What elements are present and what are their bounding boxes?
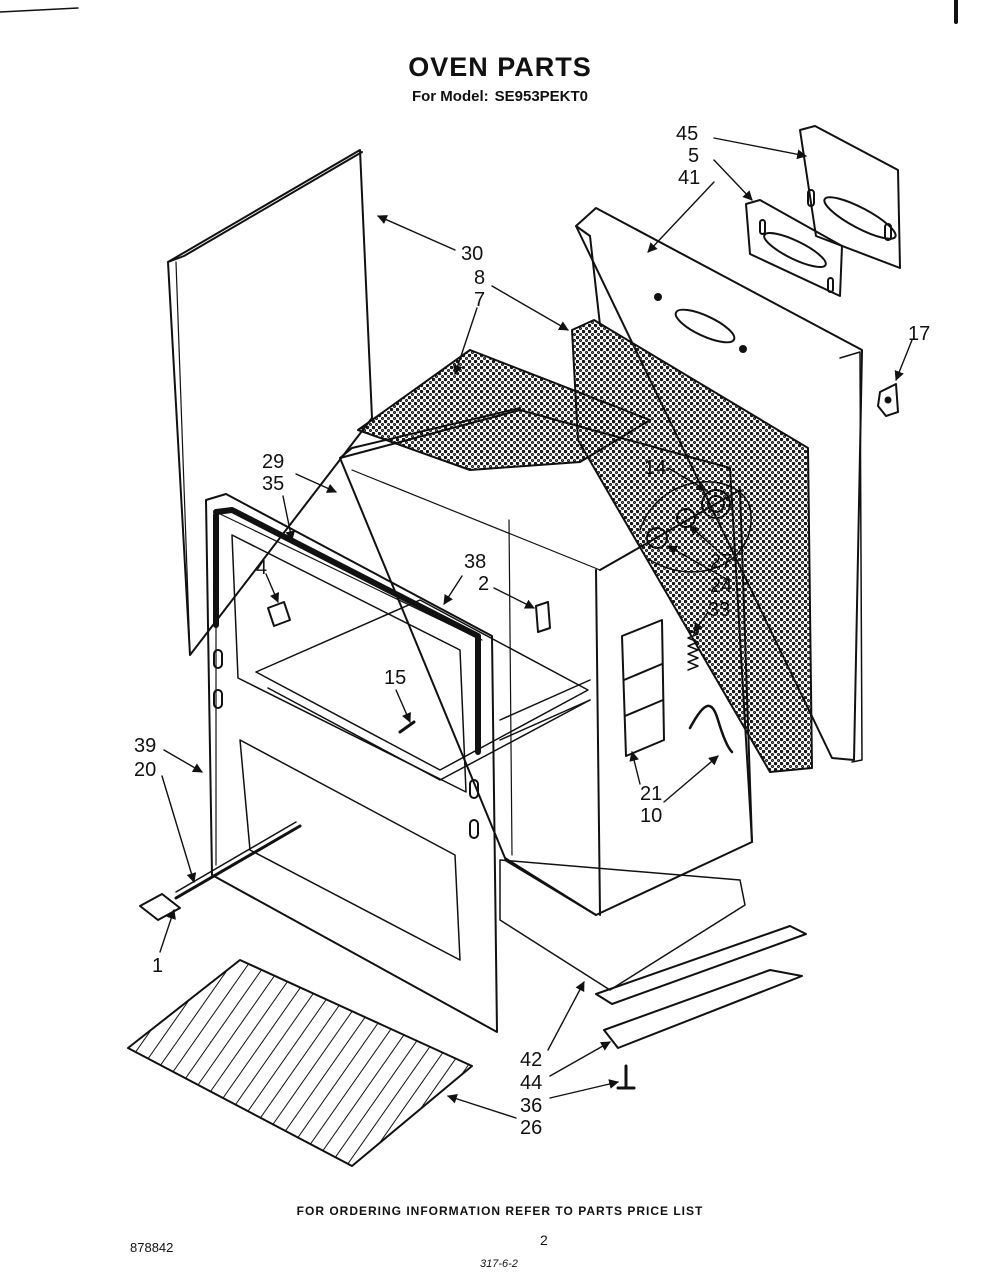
side-panel-part-30 [167, 149, 373, 656]
callout-41: 41 [678, 167, 701, 189]
leader-lines [159, 137, 913, 1119]
rack-guides [255, 599, 591, 781]
callout-8: 8 [474, 267, 486, 289]
subtitle-prefix: For Model: [411, 88, 489, 105]
light-socket-part-27 [676, 508, 696, 528]
callout-21: 21 [640, 783, 663, 805]
vent-bracket-part-45 [799, 125, 901, 269]
light-bulb-part-24 [646, 527, 668, 549]
callout-36: 36 [520, 1095, 543, 1117]
rod-part-10 [688, 704, 734, 754]
rail-part-44 [603, 969, 803, 1049]
light-area-outline [639, 481, 752, 573]
callout-39: 39 [134, 735, 157, 757]
callout-2: 2 [478, 573, 490, 595]
callout-17: 17 [908, 323, 931, 345]
callout-20: 20 [134, 759, 157, 781]
bracket-part-2 [535, 601, 551, 633]
page-number: 2 [540, 1232, 548, 1248]
callout-5: 5 [688, 145, 700, 167]
screw-part-36 [616, 1064, 636, 1090]
model-number: SE953PEKT0 [494, 88, 589, 105]
handwritten-note: 317-6-2 [480, 1258, 518, 1270]
hinge-bracket-part-1 [139, 893, 181, 921]
light-lens-part-14 [701, 489, 731, 519]
ordering-info-footer: FOR ORDERING INFORMATION REFER TO PARTS … [296, 1204, 704, 1218]
callout-33: 33 [708, 599, 731, 621]
front-frame-part-29 [205, 493, 498, 1033]
callout-4: 4 [256, 557, 268, 579]
diagram-title: OVEN PARTS [408, 52, 592, 82]
callout-35: 35 [262, 473, 285, 495]
callout-44: 44 [520, 1072, 543, 1094]
document-number: 878842 [130, 1240, 174, 1255]
callout-7: 7 [474, 289, 486, 311]
spring-part-33 [687, 629, 699, 671]
callout-45: 45 [676, 123, 699, 145]
edge-mark-line [0, 7, 79, 13]
vent-frame-part-21 [621, 619, 665, 757]
oven-rack-part-26 [127, 959, 473, 1167]
bracket-part-17 [877, 383, 899, 417]
hinge-arm-part-20 [174, 821, 302, 900]
oven-top-insulation-part-7 [357, 349, 651, 471]
rail-part-42 [595, 925, 807, 1005]
callout-1: 1 [152, 955, 164, 977]
callout-27: 27 [710, 551, 733, 573]
callout-38: 38 [464, 551, 487, 573]
insulation-part-8 [571, 319, 813, 773]
callout-14: 14 [644, 457, 667, 479]
callout-26: 26 [520, 1117, 543, 1139]
sensor-part-15 [398, 720, 416, 734]
vent-plate-part-5 [745, 199, 843, 297]
callout-10: 10 [640, 805, 663, 827]
clip-part-4 [267, 601, 291, 627]
callout-24: 24 [710, 575, 733, 597]
model-subtitle: For Model: SE953PEKT0 [0, 88, 1000, 105]
callout-15: 15 [384, 667, 407, 689]
oven-liner-body [339, 407, 753, 991]
callout-29: 29 [262, 451, 285, 473]
callout-30: 30 [461, 243, 484, 265]
door-gasket-part-35 [213, 507, 481, 755]
callout-42: 42 [520, 1049, 543, 1071]
